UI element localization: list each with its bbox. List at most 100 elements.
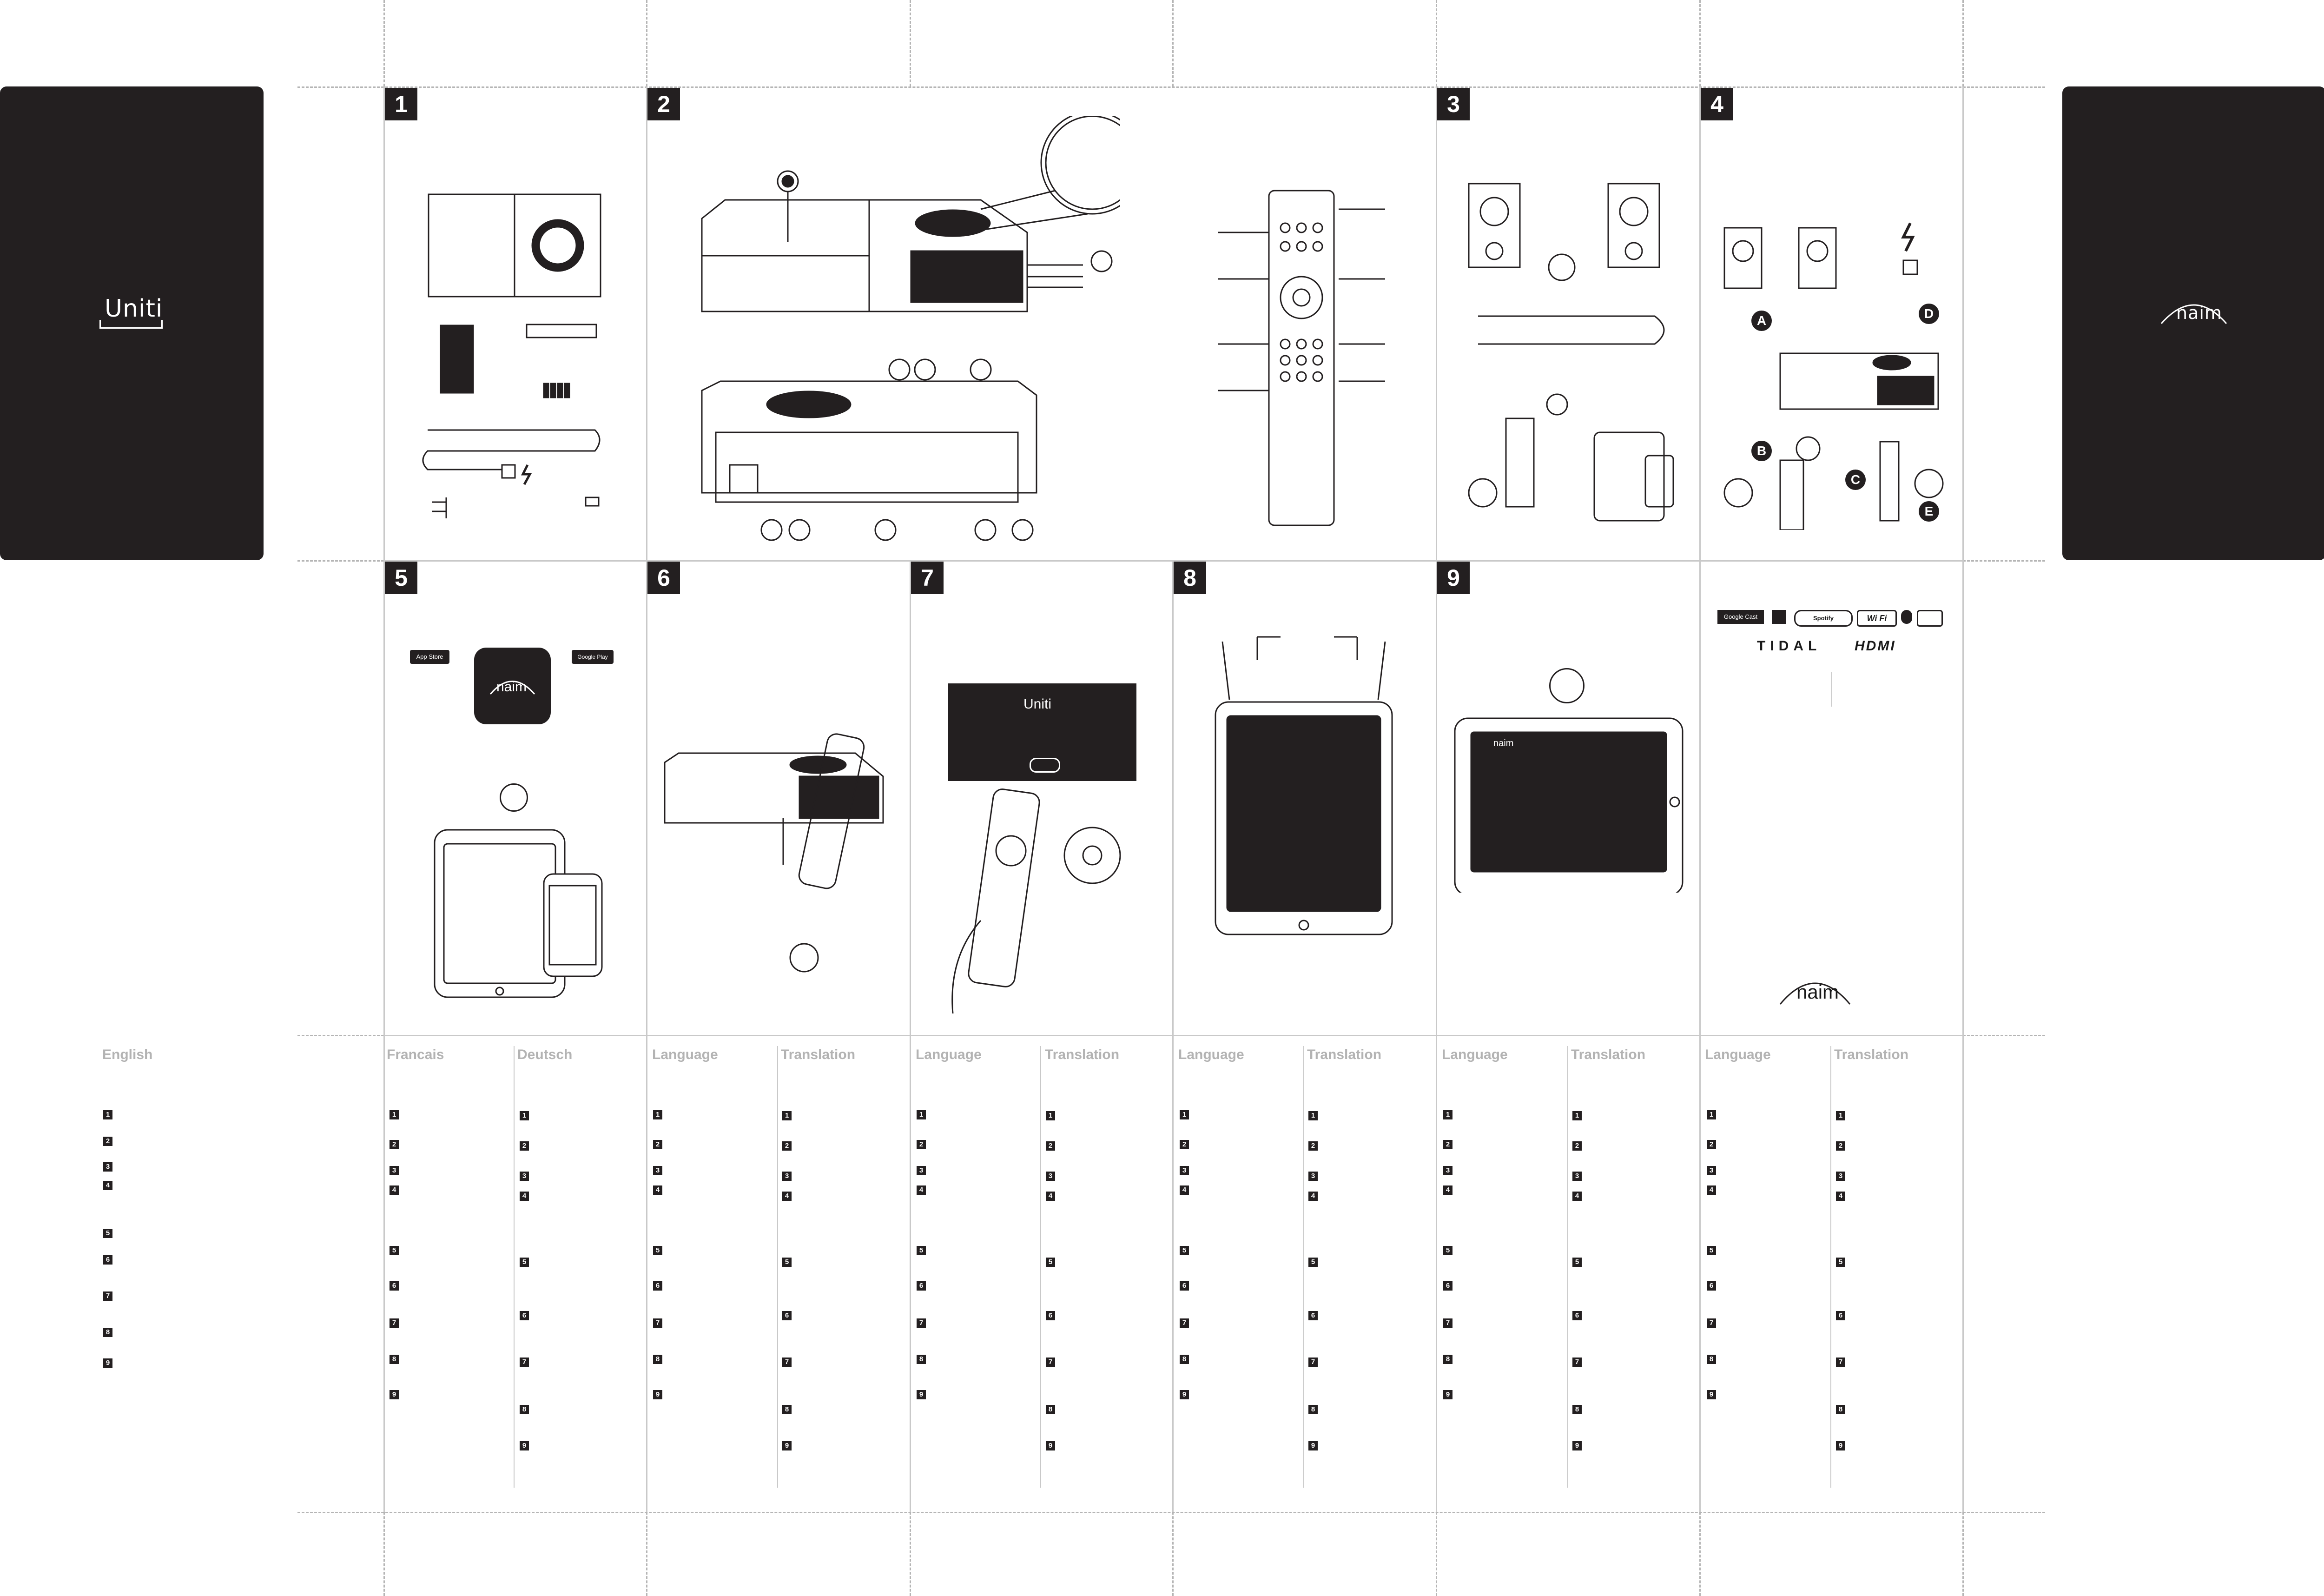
step-marker: 8 — [1572, 1405, 1582, 1414]
panel-number-5: 5 — [385, 562, 417, 594]
step-marker: 1 — [1836, 1111, 1845, 1120]
column-header-translation: Translation — [1571, 1047, 1646, 1062]
step-marker: 9 — [1707, 1390, 1716, 1399]
step-marker: 8 — [917, 1355, 926, 1364]
panel-border — [1699, 86, 1701, 1512]
step-marker: 3 — [520, 1172, 529, 1181]
column-header-translation: Translation — [1834, 1047, 1909, 1062]
step-marker: 1 — [1707, 1110, 1716, 1119]
label-c-badge: C — [1845, 470, 1866, 490]
step-marker: 4 — [1180, 1185, 1189, 1195]
column-header-language: Language — [1705, 1047, 1771, 1062]
step-marker: 2 — [1572, 1141, 1582, 1151]
fold-line-v-2 — [910, 0, 911, 86]
step-marker: 8 — [1443, 1355, 1452, 1364]
step-marker: 6 — [1707, 1281, 1716, 1291]
tablet-naim-logo: naim — [1493, 738, 1514, 748]
hdmi-logo: HDMI — [1855, 638, 1896, 654]
spotify-text: Spotify — [1813, 615, 1834, 622]
step-marker: 3 — [653, 1166, 662, 1175]
panel-border — [646, 86, 647, 1512]
step-marker: 5 — [1308, 1258, 1318, 1267]
step-marker: 3 — [782, 1172, 792, 1181]
panel-border — [1962, 86, 1964, 1512]
naim-logo-arc — [2160, 304, 2227, 324]
column-header-language: Language — [916, 1047, 982, 1062]
tablet-naim-app-illustration: naim — [1452, 716, 1685, 893]
step-marker: 6 — [390, 1281, 399, 1291]
step-marker: 2 — [390, 1140, 399, 1149]
spotify-logo: Spotify — [1794, 610, 1853, 627]
device-back-illustration — [693, 353, 1074, 549]
step-marker: 8 — [390, 1355, 399, 1364]
step-marker: 4 — [1836, 1192, 1845, 1201]
step-marker: 2 — [782, 1141, 792, 1151]
front-cover: Uniti — [0, 86, 264, 560]
step-marker: 5 — [1443, 1246, 1452, 1255]
google-cast-text: Google Cast — [1723, 613, 1758, 620]
step-marker: 6 — [1046, 1311, 1055, 1320]
display-button — [1030, 758, 1060, 773]
fold-line-vb-3 — [1172, 1512, 1174, 1596]
tidal-logo: TIDAL — [1757, 638, 1822, 654]
speakers-connection-illustration — [1459, 177, 1683, 530]
airplay-logo — [1772, 610, 1786, 624]
step-marker: 7 — [1572, 1358, 1582, 1367]
step-marker: 6 — [1308, 1311, 1318, 1320]
fold-line-vb-4 — [1436, 1512, 1437, 1596]
fold-line-vb-6 — [1962, 1512, 1964, 1596]
step-marker: 3 — [103, 1162, 112, 1172]
step-marker: 7 — [103, 1291, 112, 1301]
uniti-logo: Uniti — [105, 295, 163, 323]
step-marker: 3 — [917, 1166, 926, 1175]
panel-number-7: 7 — [911, 562, 944, 594]
box-contents-illustration — [409, 177, 632, 530]
step-marker: 1 — [653, 1110, 662, 1119]
step-marker: 7 — [390, 1318, 399, 1328]
fold-line-v-3 — [1172, 0, 1174, 86]
fold-line-bottom — [297, 1512, 2045, 1513]
step-marker: 9 — [782, 1441, 792, 1450]
home-indicator-circle — [1549, 668, 1585, 703]
setup-overview-illustration: A B C D E — [1720, 214, 1952, 530]
step-marker: 9 — [1046, 1441, 1055, 1450]
step-marker: 1 — [1443, 1110, 1452, 1119]
step-marker: 3 — [1046, 1172, 1055, 1181]
step-marker: 9 — [1443, 1390, 1452, 1399]
step-marker: 4 — [1707, 1185, 1716, 1195]
app-store-badge[interactable]: App Store — [410, 650, 449, 664]
step-marker: 1 — [1180, 1110, 1189, 1119]
step-marker: 6 — [1180, 1281, 1189, 1291]
roon-logo — [1917, 610, 1943, 627]
panel-number-6: 6 — [647, 562, 680, 594]
step-marker: 4 — [390, 1185, 399, 1195]
column-header-english: English — [102, 1047, 153, 1062]
column-separator — [514, 1046, 515, 1488]
naim-brand-logo: naim — [1778, 967, 1852, 1009]
step-marker: 1 — [1046, 1111, 1055, 1120]
step-marker: 7 — [1707, 1318, 1716, 1328]
naim-app-icon[interactable]: naim — [474, 648, 551, 724]
step-marker: 5 — [1180, 1246, 1189, 1255]
app-store-label: App Store — [416, 653, 443, 660]
step-marker: 5 — [103, 1229, 112, 1238]
step-marker: 2 — [1308, 1141, 1318, 1151]
step-marker: 1 — [917, 1110, 926, 1119]
wifi-text: Wi Fi — [1867, 614, 1887, 623]
step-marker: 9 — [520, 1441, 529, 1450]
step-marker: 5 — [653, 1246, 662, 1255]
column-header-language: Language — [1442, 1047, 1508, 1062]
step-marker: 4 — [1308, 1192, 1318, 1201]
step-marker: 7 — [1443, 1318, 1452, 1328]
google-play-badge[interactable]: Google Play — [572, 650, 614, 664]
fold-line-v-6 — [1962, 0, 1964, 86]
step-marker: 6 — [653, 1281, 662, 1291]
step-marker: 3 — [1308, 1172, 1318, 1181]
column-header-translation: Translation — [781, 1047, 856, 1062]
step-marker: 1 — [1308, 1111, 1318, 1120]
step-marker: 5 — [1836, 1258, 1845, 1267]
step-marker: 2 — [1443, 1140, 1452, 1149]
fold-line-vb-1 — [646, 1512, 647, 1596]
column-separator — [777, 1046, 778, 1488]
fold-line-vb-5 — [1699, 1512, 1701, 1596]
